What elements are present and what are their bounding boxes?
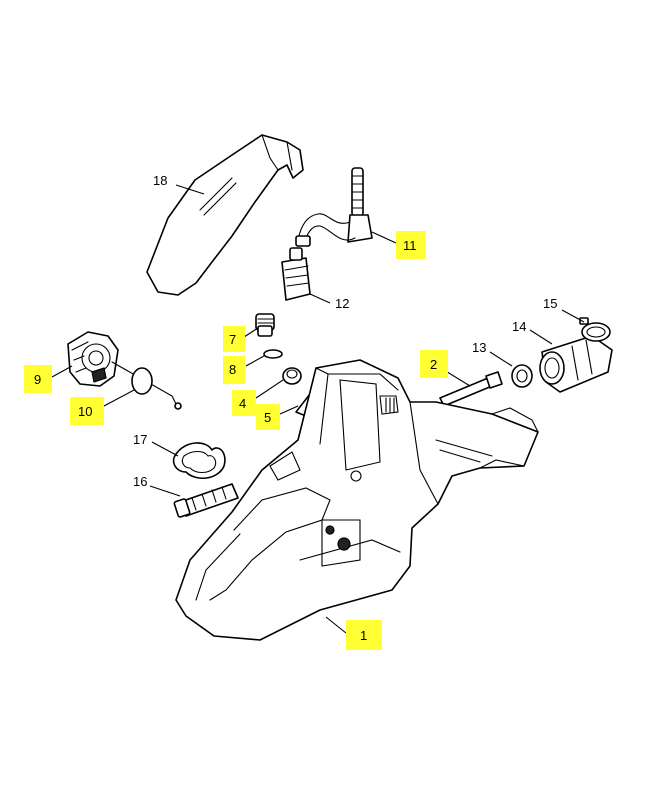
part-15-clamp [579, 317, 611, 342]
callout-15: 15 [543, 296, 557, 311]
callout-7-highlight [223, 326, 245, 352]
callout-8-highlight [223, 356, 245, 384]
part-8-o-ring [263, 349, 283, 359]
callout-9: 9 [34, 372, 41, 387]
callout-7: 7 [229, 332, 236, 347]
callout-14: 14 [512, 319, 526, 334]
callout-2-highlight [420, 350, 448, 378]
callout-10-highlight [70, 397, 104, 425]
callout-11-highlight [396, 231, 426, 259]
part-14-manifold [539, 335, 613, 393]
part-9-pump-assembly [67, 331, 182, 410]
callout-16: 16 [133, 474, 147, 489]
callout-18: 18 [153, 173, 167, 188]
part-13-ring [511, 364, 533, 388]
callouts: 18 11 12 7 8 4 5 9 10 17 16 2 13 14 [24, 173, 557, 650]
part-18-handle-cover [146, 134, 304, 296]
callout-1-highlight [346, 620, 382, 650]
part-7-fitting [255, 313, 275, 337]
callout-1: 1 [360, 628, 367, 643]
callout-11: 11 [403, 238, 417, 253]
part-17-gasket [172, 442, 226, 479]
callout-9-highlight [24, 365, 52, 393]
callout-4-highlight [232, 390, 256, 416]
callout-12: 12 [335, 296, 349, 311]
part-12-fuel-filter [281, 247, 311, 301]
part-1-housing [175, 359, 539, 641]
callout-13: 13 [472, 340, 486, 355]
callout-5-highlight [256, 404, 280, 430]
callout-5: 5 [264, 410, 271, 425]
callout-17: 17 [133, 432, 147, 447]
callout-4: 4 [239, 396, 246, 411]
callout-8: 8 [229, 362, 236, 377]
part-4-grommet [282, 367, 302, 385]
callout-10: 10 [78, 404, 92, 419]
leader-lines [51, 184, 585, 634]
part-11-fuel-hose [295, 167, 373, 247]
part-10-o-ring [131, 367, 153, 395]
callout-2: 2 [430, 357, 437, 372]
part-2-bolt [439, 371, 503, 407]
part-16-stud [173, 483, 239, 518]
